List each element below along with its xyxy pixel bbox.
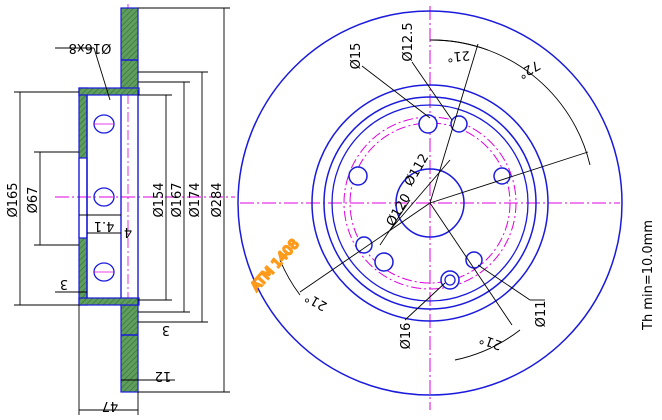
hub-outline (78, 59, 139, 336)
label-d284: Ø284 (210, 182, 225, 217)
label-d67: Ø67 (26, 187, 41, 214)
section-hat-bottom (78, 297, 140, 306)
label-d154: Ø154 (152, 182, 167, 217)
friction-ring-inner (311, 84, 549, 322)
label-disc-12: 12 (155, 368, 172, 383)
label-hub-4: 4 (124, 224, 132, 239)
side-dimension-lines (14, 7, 230, 415)
side-section-view: Ø16x8 Ø165 Ø67 Ø154 Ø167 Ø174 Ø284 4.1 4… (6, 4, 235, 415)
bolt-hole-bottom-left (374, 252, 394, 272)
label-angle-21-top: 21° (446, 47, 470, 64)
label-d167: Ø167 (170, 182, 185, 217)
outer-disc-edge (237, 10, 623, 396)
section-hat-wall-bottom (78, 237, 88, 306)
label-d16: Ø16 (399, 323, 414, 350)
label-d12-5: Ø12.5 (401, 22, 416, 61)
label-angle-21-left: 21° (303, 289, 330, 314)
stud-hole-mid-side (93, 187, 115, 207)
label-d112: Ø112 (402, 151, 433, 189)
bolt-hole-bottom-center (440, 270, 460, 290)
hat-outer (323, 96, 537, 310)
label-flange-3-right: 3 (162, 322, 170, 337)
hole-highlight-bottom (444, 274, 456, 286)
label-stud-holes: Ø16x8 (69, 40, 112, 55)
label-hub-4-1: 4.1 (94, 218, 115, 233)
label-angle-72: 72° (515, 57, 542, 82)
section-hat-top (78, 87, 140, 96)
section-hat-wall-top (78, 87, 88, 159)
label-d174: Ø174 (188, 182, 203, 217)
label-d165: Ø165 (6, 182, 21, 217)
label-overall-47: 47 (102, 398, 119, 413)
bolt-circle-inner (349, 122, 511, 284)
bolt-hole-left-upper (348, 166, 368, 186)
label-d11: Ø11 (534, 301, 549, 328)
bolt-hole-left-lower (355, 236, 373, 254)
bolt-hole-right (493, 167, 511, 185)
label-flange-3-left: 3 (60, 276, 68, 291)
watermark-text: ATM 1408 (248, 237, 302, 295)
center-bore (395, 168, 465, 238)
front-dimension-lines (279, 39, 591, 361)
bolt-hole-top-left (418, 114, 438, 134)
section-ring-bottom (120, 304, 139, 393)
label-d15: Ø15 (349, 43, 364, 70)
label-d120: Ø120 (384, 191, 415, 229)
hat-inner (331, 104, 529, 302)
label-angle-21-bottom: 21° (477, 330, 504, 352)
section-ring-top (120, 7, 139, 91)
front-view: Ø15 Ø12.5 21° 72° Ø112 Ø120 21° Ø16 21° … (237, 6, 623, 410)
thickness-note: Th min=10.0mm (641, 220, 656, 331)
